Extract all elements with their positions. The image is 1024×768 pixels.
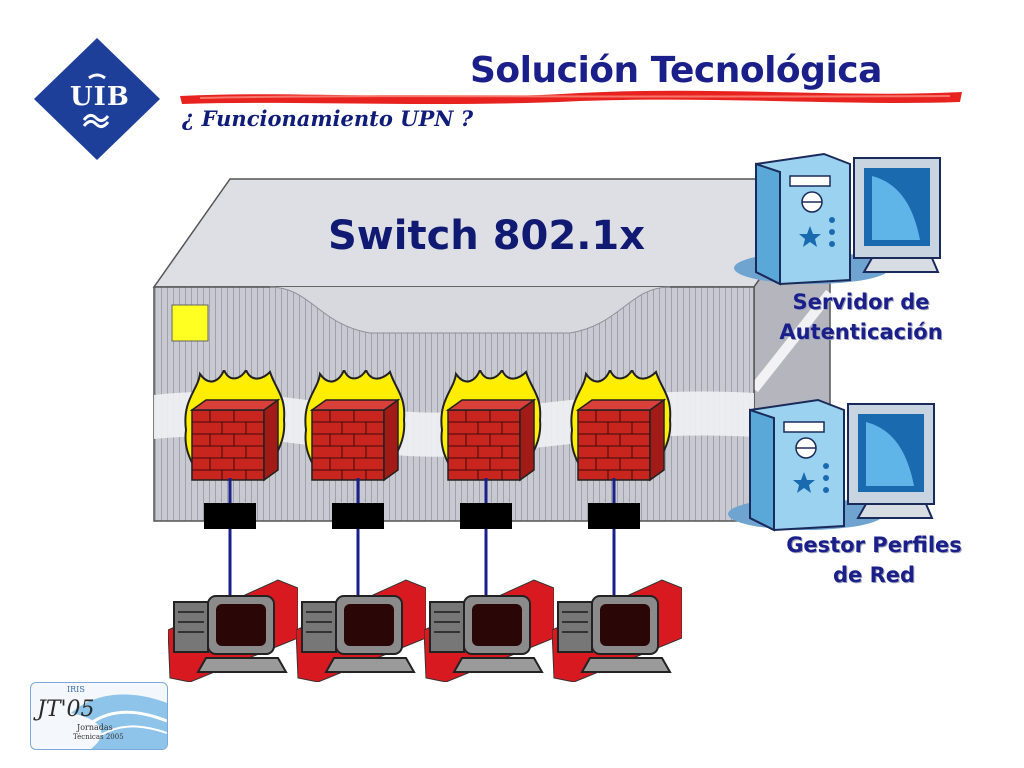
client-computer-4 [551,578,683,686]
profile-manager-label-line2: de Red [832,563,916,587]
uib-logo-text: UIB [70,82,130,112]
firewall-1 [180,367,290,492]
jt05-logo-brand: JT'05 [37,697,95,722]
auth-server-label-line1: Servidor de [792,290,930,314]
profile-manager-label-line1: Gestor Perfiles [786,533,962,557]
jt05-logo-line1: Jornadas [77,723,113,732]
uib-logo: UIB [34,38,160,160]
firewall-3 [436,367,546,492]
firewall-2 [300,367,410,492]
jt05-logo-top: IRIS [67,685,85,694]
page-title: Solución Tecnológica [470,50,882,91]
page-subtitle: ¿ Funcionamiento UPN ? [182,106,474,131]
profile-manager-label: Gestor Perfiles de Red [776,530,972,590]
auth-server-icon [732,150,948,294]
client-computer-2 [295,578,427,686]
client-computer-3 [423,578,555,686]
switch-label: Switch 802.1x [328,213,646,259]
firewall-4 [566,367,676,492]
port-connector-2 [332,503,384,529]
title-brush-stroke [180,90,962,104]
auth-server-label: Servidor de Autenticación [766,287,956,347]
jt05-logo: IRIS JT'05 Jornadas Técnicas 2005 [30,682,168,750]
profile-manager-server-icon [726,396,942,540]
jt05-logo-line2: Técnicas 2005 [73,733,124,741]
port-connector-4 [588,503,640,529]
port-connector-1 [204,503,256,529]
client-computer-1 [167,578,299,686]
auth-server-label-line2: Autenticación [779,320,943,344]
port-connector-3 [460,503,512,529]
